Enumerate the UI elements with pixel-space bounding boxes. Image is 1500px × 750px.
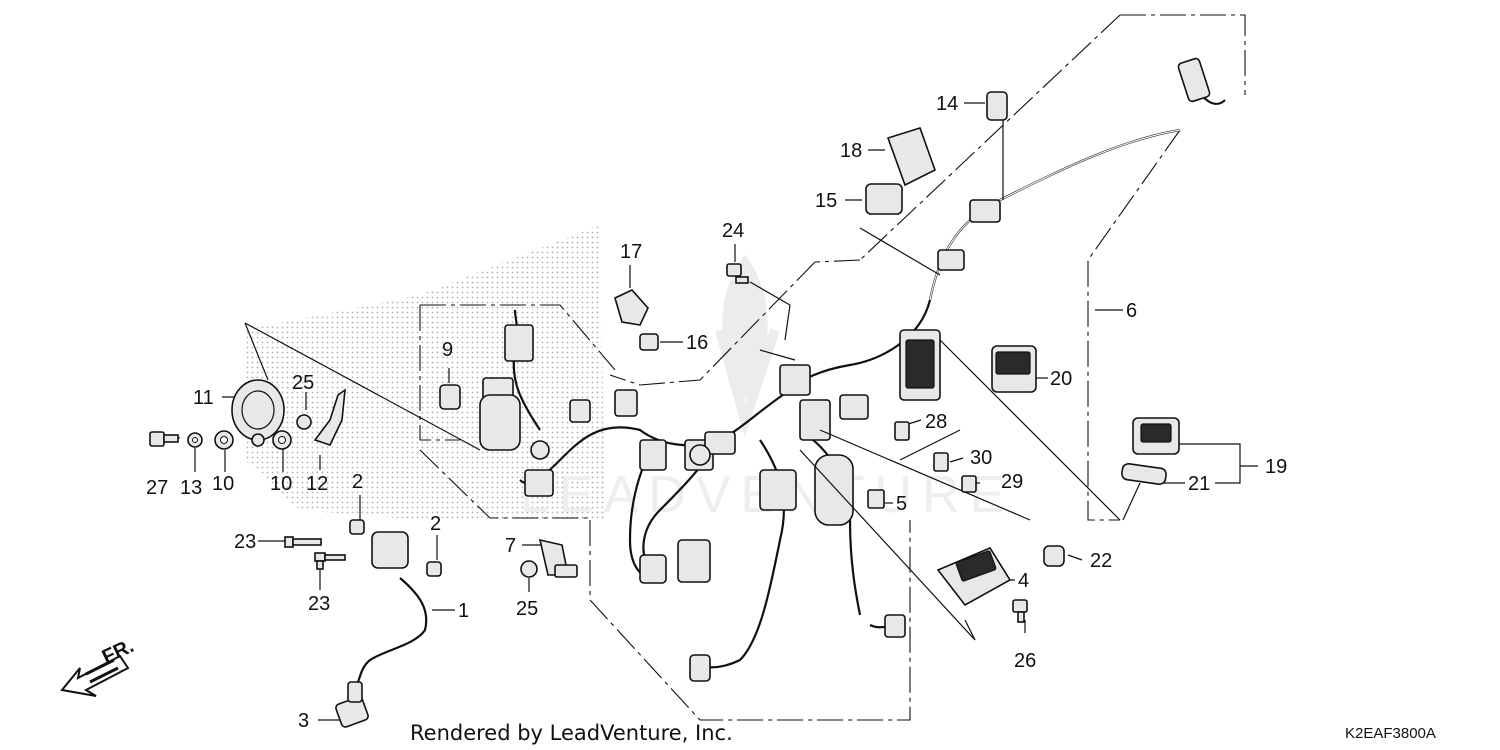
part-5-relay bbox=[867, 489, 885, 509]
part-11-horn bbox=[231, 379, 285, 441]
part-21-cover bbox=[1121, 462, 1167, 486]
part-29-fuse bbox=[961, 475, 977, 493]
callout-12: 12 bbox=[306, 473, 328, 495]
main-wire-harness bbox=[512, 74, 1226, 669]
front-arrow bbox=[60, 654, 130, 697]
callout-13: 13 bbox=[180, 477, 202, 499]
callout-25: 25 bbox=[292, 372, 314, 394]
callout-4: 4 bbox=[1018, 570, 1029, 592]
callout-10: 10 bbox=[270, 473, 292, 495]
part-2-clip bbox=[426, 561, 442, 577]
callout-24: 24 bbox=[722, 220, 744, 242]
callout-2: 2 bbox=[430, 513, 441, 535]
part-25-bolt bbox=[296, 414, 312, 430]
callout-16: 16 bbox=[686, 332, 708, 354]
callout-2: 2 bbox=[352, 471, 363, 493]
part-1-sensor bbox=[371, 531, 409, 569]
callout-28: 28 bbox=[925, 411, 947, 433]
watermark-logo bbox=[715, 255, 780, 438]
callout-1: 1 bbox=[458, 600, 469, 622]
callout-15: 15 bbox=[815, 190, 837, 212]
callout-21: 21 bbox=[1188, 473, 1210, 495]
part-2-clip bbox=[349, 519, 365, 535]
callout-9: 9 bbox=[442, 339, 453, 361]
part-12-bracket bbox=[313, 388, 346, 446]
callout-22: 22 bbox=[1090, 550, 1112, 572]
group-outlines bbox=[419, 14, 1246, 721]
harness-connectors bbox=[479, 57, 1211, 682]
callout-25: 25 bbox=[516, 598, 538, 620]
callout-17: 17 bbox=[620, 241, 642, 263]
callout-19: 19 bbox=[1265, 456, 1287, 478]
callout-20: 20 bbox=[1050, 368, 1072, 390]
part-26-bolt bbox=[1012, 599, 1028, 613]
callout-27: 27 bbox=[146, 477, 168, 499]
parts bbox=[149, 91, 1180, 728]
part-27-bolt bbox=[149, 431, 165, 447]
part-22-cap bbox=[1043, 545, 1065, 567]
callout-5: 5 bbox=[896, 493, 907, 515]
callout-6: 6 bbox=[1126, 300, 1137, 322]
part-17-connector bbox=[614, 289, 649, 326]
footer-credit: Rendered by LeadVenture, Inc. bbox=[410, 721, 733, 745]
callout-3: 3 bbox=[298, 710, 309, 732]
part-28-fuse bbox=[894, 421, 910, 441]
diagram-code: K2EAF3800A bbox=[1345, 725, 1436, 742]
callout-29: 29 bbox=[1001, 471, 1023, 493]
callout-30: 30 bbox=[970, 447, 992, 469]
part-15-relay bbox=[865, 183, 903, 215]
part-24-bolt bbox=[726, 263, 742, 277]
callout-26: 26 bbox=[1014, 650, 1036, 672]
part-16-relay bbox=[639, 333, 659, 351]
callout-18: 18 bbox=[840, 140, 862, 162]
callout-7: 7 bbox=[505, 535, 516, 557]
callout-10: 10 bbox=[212, 473, 234, 495]
part-18-module bbox=[886, 127, 936, 187]
callouts: 1 2 2 3 4 5 6 7 9 10 10 11 12 13 14 15 1… bbox=[146, 93, 1287, 732]
part-25-bolt bbox=[520, 560, 538, 578]
part-30-fuse bbox=[933, 452, 949, 472]
part-14-connector bbox=[986, 91, 1008, 121]
callout-23: 23 bbox=[308, 593, 330, 615]
part-9-holder bbox=[439, 384, 461, 410]
callout-11: 11 bbox=[193, 387, 214, 409]
callout-23: 23 bbox=[234, 531, 256, 553]
callout-14: 14 bbox=[936, 93, 958, 115]
